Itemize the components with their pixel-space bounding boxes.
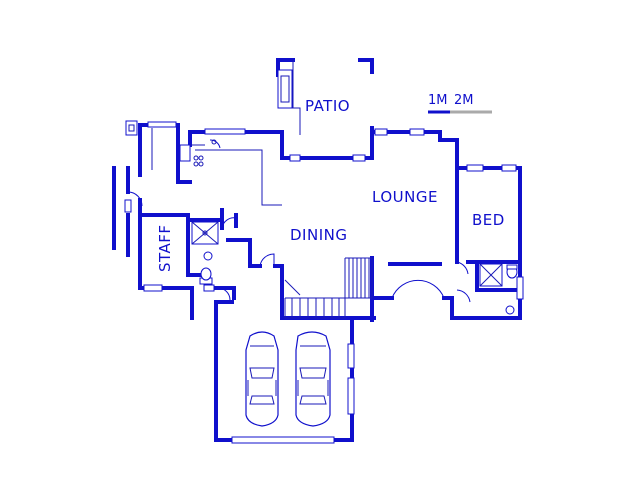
windows [124, 121, 524, 444]
fridge [125, 120, 138, 136]
car-right [295, 331, 331, 427]
ensuite-toilet [506, 264, 518, 279]
room-label-dining: DINING [290, 226, 347, 244]
staff-shower [191, 221, 219, 245]
scale-label-1m: 1M [428, 93, 448, 108]
staff-outer-wall [112, 166, 130, 257]
braai-fireplace [277, 69, 293, 109]
room-label-patio: PATIO [305, 97, 350, 115]
room-label-lounge: LOUNGE [372, 188, 438, 206]
ensuite-basin [505, 305, 515, 315]
staff-toilet [199, 267, 213, 285]
room-label-staff: STAFF [156, 224, 174, 272]
ensuite-shower [479, 263, 503, 287]
staircase [284, 257, 373, 319]
room-label-bed: BED [472, 211, 505, 229]
staff-basin [203, 251, 213, 261]
scale-bar: 1M 2M [428, 93, 492, 114]
kitchen-counters [151, 128, 282, 206]
car-left [245, 331, 279, 427]
scale-label-2m: 2M [454, 93, 474, 108]
doors [127, 191, 471, 303]
